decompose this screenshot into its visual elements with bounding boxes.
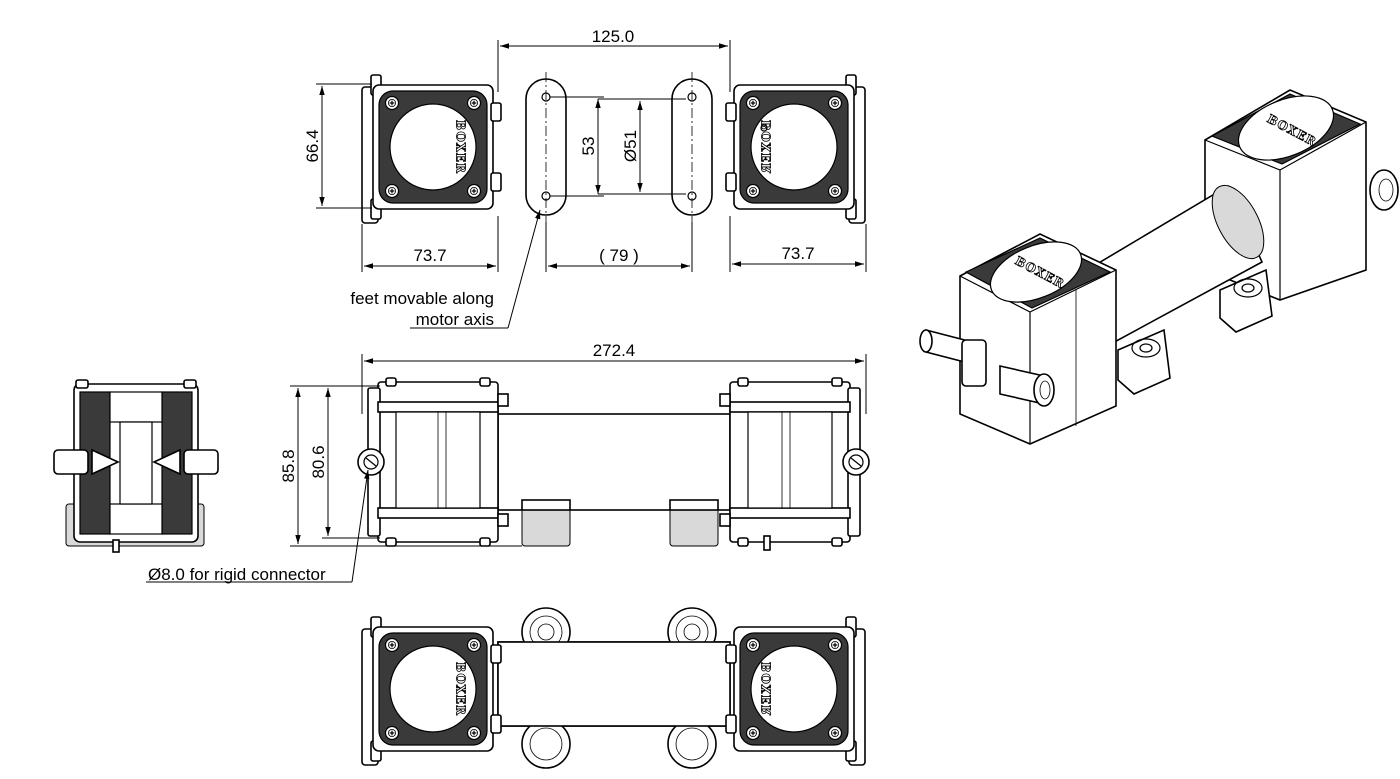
connector-note: Ø8.0 for rigid connector [148, 565, 326, 584]
dim-left-width: 73.7 [413, 246, 446, 265]
left-side-head [367, 377, 509, 547]
dim-foot-spacing: 53 [579, 137, 598, 156]
right-side-head [719, 377, 861, 547]
isometric-view: BOXER BOXER [919, 89, 1399, 445]
dim-overall-height: 85.8 [279, 449, 298, 482]
dim-body-height: 80.6 [309, 445, 328, 478]
top-view: 125.0 66.4 53 Ø51 73.7 ( 79 ) 73.7 fe [303, 27, 867, 329]
dim-motor-diameter: Ø51 [621, 130, 640, 162]
end-view [53, 379, 219, 553]
dim-right-width: 73.7 [781, 244, 814, 263]
dim-top-width: 125.0 [592, 27, 635, 46]
left-bottom-head [362, 617, 501, 765]
dim-overall-length: 272.4 [593, 341, 636, 360]
side-view: 272.4 85.8 80.6 Ø8.0 for rigid connector [146, 341, 870, 584]
feet-note-line2: motor axis [416, 310, 494, 329]
right-bottom-head [726, 617, 865, 765]
dim-foot-center: ( 79 ) [599, 246, 639, 265]
right-pump-head [726, 75, 865, 223]
left-pump-head [362, 75, 501, 223]
dim-height: 66.4 [303, 129, 322, 162]
motor-tube [497, 413, 731, 511]
bottom-view [362, 607, 865, 769]
feet-note-line1: feet movable along [350, 289, 494, 308]
